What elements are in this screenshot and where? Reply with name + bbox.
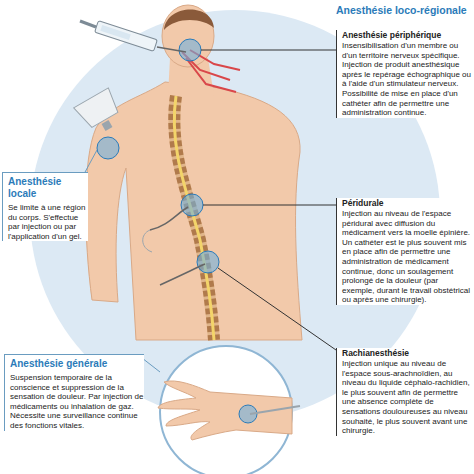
iv-line [250, 406, 300, 414]
tube-body [74, 88, 122, 131]
injection-site [197, 251, 219, 273]
leader-line [218, 268, 336, 350]
local-anesthesia-box: Anesthésie locale Se limite à une région … [2, 172, 88, 241]
leader-line [142, 358, 160, 372]
head [162, 5, 214, 67]
needle [157, 47, 186, 52]
vertebrae [174, 96, 214, 340]
box-heading: Anesthésie loco-régionale [336, 4, 472, 16]
leader-line [84, 150, 97, 174]
box-body: Injection unique au niveau de l'espace s… [342, 359, 472, 436]
box-heading: Anesthésie locale [8, 176, 88, 200]
spinal-needle [160, 264, 205, 285]
syringe-barrel [95, 21, 158, 52]
syringe [80, 21, 186, 52]
box-body: Injection au niveau de l'espace péridura… [342, 209, 472, 305]
box-heading: Rachianesthésie [342, 348, 472, 359]
tube-cap [102, 120, 113, 131]
regional-anesthesia-group: Anesthésie loco-régionaleAnesthésie péri… [336, 4, 472, 436]
box-heading: Anesthésie générale [10, 358, 144, 370]
epidural-needle [150, 207, 188, 230]
leader-line [201, 50, 336, 51]
box-heading: Péridurale [342, 198, 472, 209]
box-body: Insensibilisation d'un membre ou d'un te… [342, 41, 472, 118]
injection-site [97, 137, 119, 159]
spinal-box: RachianesthésieInjection unique au nivea… [336, 348, 472, 436]
syringe-fluid [100, 25, 130, 40]
leader-line [203, 205, 336, 206]
general-anesthesia-box: Anesthésie généraleSuspension temporaire… [4, 354, 144, 431]
epidural-box: PériduraleInjection au niveau de l'espac… [336, 198, 472, 305]
body-silhouette [86, 82, 302, 340]
gel-tube [74, 88, 122, 131]
spine [174, 96, 214, 340]
box-body: Suspension temporaire de la conscience e… [10, 373, 144, 431]
box-body: Se limite à une région du corps. S'effec… [8, 203, 88, 241]
hair [164, 9, 214, 30]
peripheral-block-box: Anesthésie périphériqueInsensibilisation… [336, 30, 472, 118]
syringe-plunger [80, 21, 96, 27]
box-heading: Anesthésie périphérique [342, 30, 472, 41]
injection-site [181, 194, 203, 216]
injection-site [179, 39, 201, 61]
spinal-cord [174, 96, 214, 340]
catheter [143, 230, 152, 252]
